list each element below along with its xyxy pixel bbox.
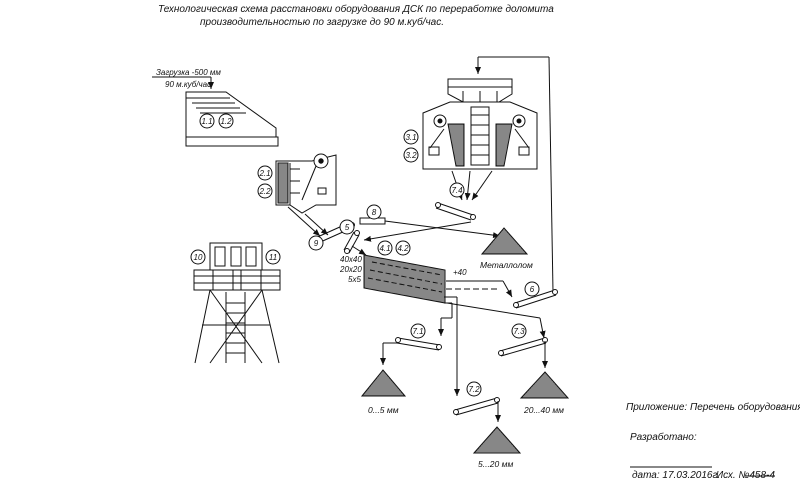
node-72-label: 7.2 bbox=[468, 385, 480, 394]
flow-74-to-screen bbox=[363, 221, 472, 242]
node-74-label: 7.4 bbox=[451, 186, 463, 195]
node-8-label: 8 bbox=[372, 208, 377, 217]
feed-note-line2: 90 м.куб/час bbox=[165, 80, 212, 89]
screen-outputs bbox=[438, 280, 546, 396]
node-circles bbox=[190, 113, 540, 397]
conveyor-73 bbox=[498, 337, 548, 368]
feed-arrow bbox=[152, 76, 214, 89]
flow-5-to-screen bbox=[351, 245, 367, 256]
jaw-crusher bbox=[275, 153, 337, 214]
pile-0-5 bbox=[360, 369, 407, 397]
pile-5-20 bbox=[472, 426, 522, 454]
control-tower bbox=[193, 242, 281, 364]
pile-labels: Металлолом 0...5 мм 20...40 мм 5...20 мм bbox=[368, 260, 564, 469]
node-41-label: 4.1 bbox=[379, 244, 390, 253]
conveyor-5 bbox=[343, 230, 360, 254]
return-line bbox=[475, 56, 554, 293]
pile-20-40-label: 20...40 мм bbox=[523, 405, 564, 415]
feed-note-line1: Загрузка -500 мм bbox=[156, 68, 221, 77]
magnetic-separator bbox=[359, 217, 501, 239]
conveyor-74 bbox=[435, 202, 476, 221]
scrap-pile bbox=[480, 227, 529, 255]
node-22-label: 2.2 bbox=[258, 187, 271, 196]
screen-size-labels: 40x40 20x20 5x5 +40 bbox=[339, 255, 467, 284]
node-9-label: 9 bbox=[314, 239, 319, 248]
conveyor-72 bbox=[453, 397, 501, 422]
screen-size-20x20: 20x20 bbox=[339, 265, 362, 274]
flow-cone-to-74c bbox=[471, 170, 493, 201]
node-11-label: 1.1 bbox=[201, 117, 212, 126]
vibrating-screen bbox=[363, 254, 446, 304]
date-note: дата: 17.03.2016г. bbox=[632, 470, 721, 481]
flow-jaw-to-9b bbox=[287, 206, 321, 237]
pile-20-40 bbox=[519, 371, 570, 399]
conveyor-71 bbox=[380, 337, 442, 365]
node-42-label: 4.2 bbox=[397, 244, 409, 253]
pile-0-5-label: 0...5 мм bbox=[368, 405, 399, 415]
node-71-label: 7.1 bbox=[412, 327, 423, 336]
screen-size-5x5: 5x5 bbox=[348, 275, 361, 284]
oversize-label: +40 bbox=[453, 268, 467, 277]
node-32-label: 3.2 bbox=[405, 151, 417, 160]
screen-size-40x40: 40x40 bbox=[340, 255, 362, 264]
flow-jaw-to-9 bbox=[304, 213, 329, 236]
node-12-label: 1.2 bbox=[220, 117, 232, 126]
node-31-label: 3.1 bbox=[405, 133, 416, 142]
conveyor-6 bbox=[513, 289, 558, 309]
node-10-label: 10 bbox=[194, 253, 203, 262]
node-labels: 1.1 1.2 2.1 2.2 3.1 3.2 8 5 9 4.1 4.2 7.… bbox=[194, 117, 535, 394]
node-5-label: 5 bbox=[345, 223, 350, 232]
node-21-label: 2.1 bbox=[258, 169, 270, 178]
node-11b-label: 11 bbox=[269, 253, 277, 262]
appendix-note: Приложение: Перечень оборудования bbox=[626, 402, 800, 413]
diagram-title-line1: Технологическая схема расстановки оборуд… bbox=[158, 4, 554, 15]
cone-crusher bbox=[422, 78, 538, 170]
node-6-label: 6 bbox=[530, 285, 535, 294]
reference-number: Исх. №458-4 bbox=[716, 470, 775, 481]
scrap-pile-label: Металлолом bbox=[480, 260, 533, 270]
developed-note: Разработано: bbox=[630, 432, 697, 443]
diagram-title-line2: производительностью по загрузке до 90 м.… bbox=[200, 17, 444, 28]
node-73-label: 7.3 bbox=[513, 327, 525, 336]
pile-5-20-label: 5...20 мм bbox=[478, 459, 513, 469]
flow-cone-to-74b bbox=[464, 170, 471, 201]
